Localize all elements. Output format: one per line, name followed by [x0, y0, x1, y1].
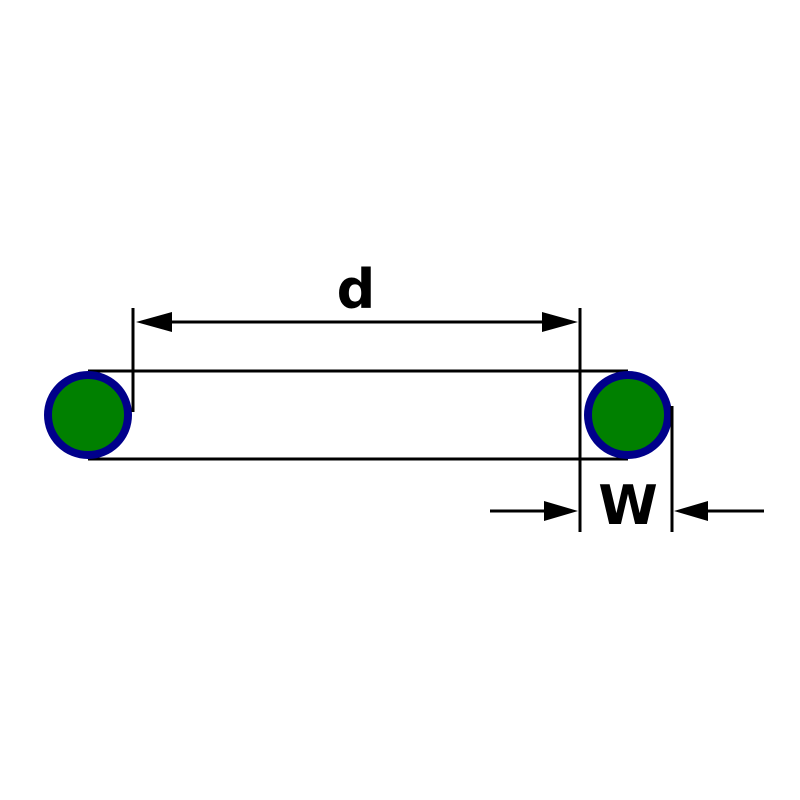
w-dimension-label: W	[598, 474, 658, 537]
dimension-cross-section-width: W	[490, 406, 764, 537]
d-dimension-label: d	[337, 258, 376, 321]
left-cross-section-circle	[44, 371, 132, 459]
dimension-inner-diameter: d	[131, 258, 582, 532]
right-cross-section-circle	[584, 371, 672, 459]
w-arrowhead-right-icon	[674, 501, 708, 521]
oring-body	[44, 369, 672, 461]
d-arrowhead-left-icon	[136, 312, 172, 332]
d-arrowhead-right-icon	[542, 312, 578, 332]
w-arrowhead-left-icon	[544, 501, 578, 521]
